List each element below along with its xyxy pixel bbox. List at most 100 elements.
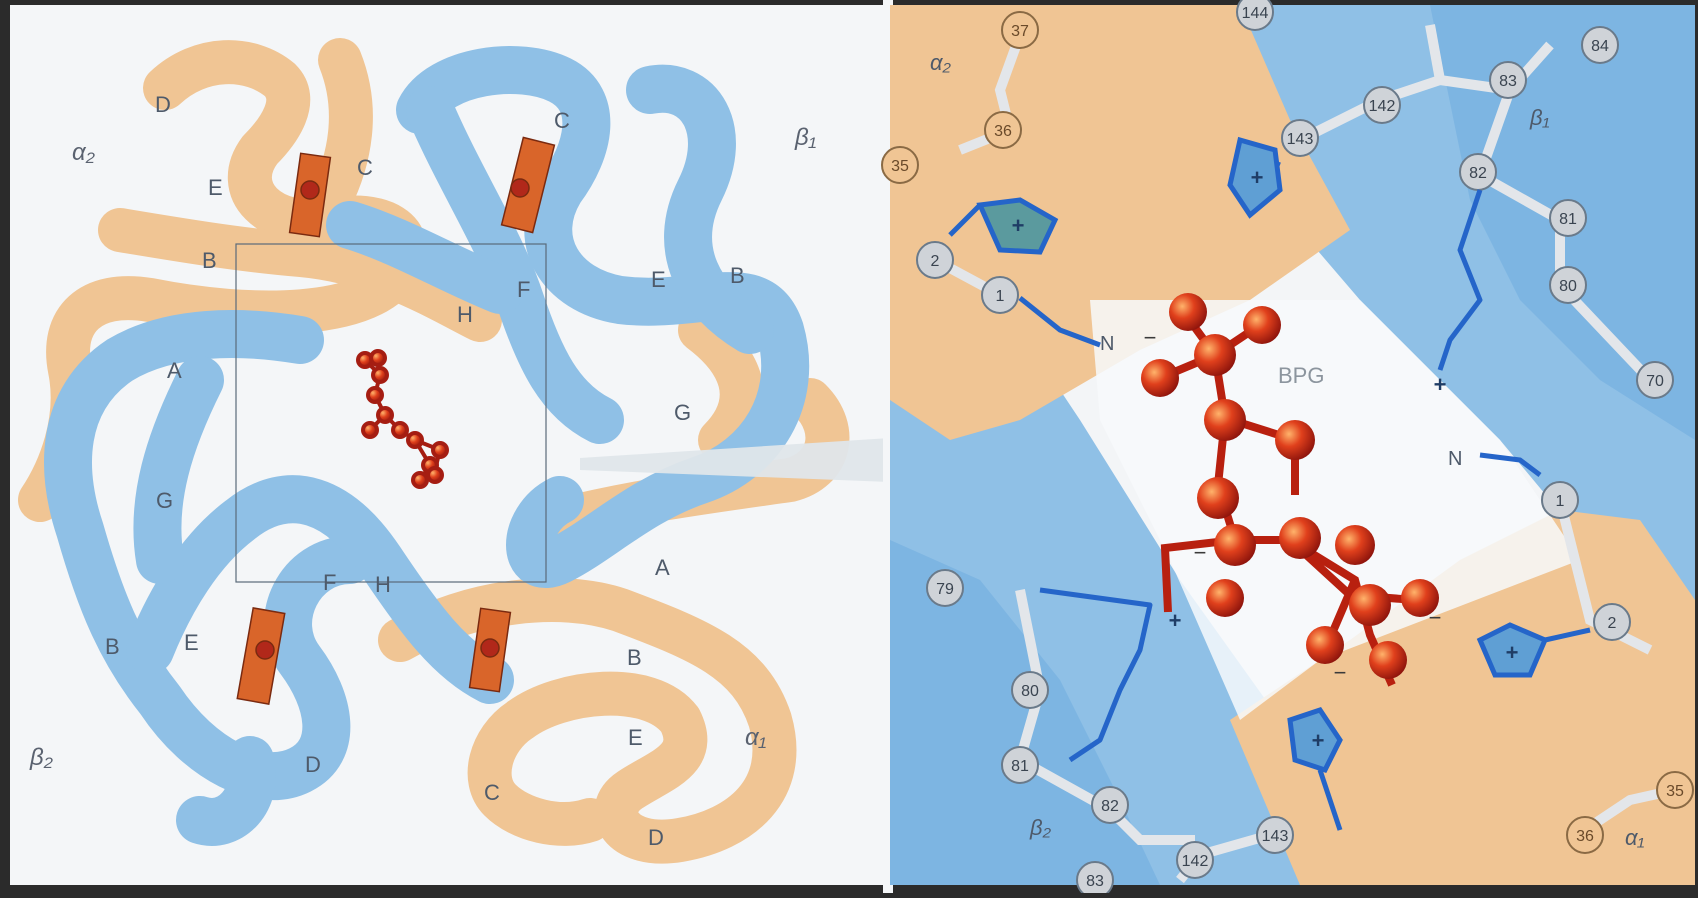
bpg-atom	[1275, 420, 1315, 460]
svg-text:1: 1	[996, 288, 1005, 305]
residue-82-b: 82	[1092, 787, 1128, 823]
bpg-atom	[1204, 399, 1246, 441]
helix-label: C	[357, 155, 373, 180]
helix-label: E	[208, 175, 223, 200]
svg-text:80: 80	[1559, 278, 1577, 295]
svg-text:82: 82	[1101, 798, 1119, 815]
svg-text:83: 83	[1086, 873, 1104, 890]
bpg-atom	[368, 388, 382, 402]
residue-80-b: 80	[1012, 672, 1048, 708]
bpg-atom	[378, 408, 392, 422]
svg-text:143: 143	[1262, 828, 1289, 845]
helix-label: F	[323, 570, 336, 595]
right-panel: 37 36 35 144 143 142 84 83 82 81 80 70 2…	[882, 0, 1695, 893]
residue-142-b: 142	[1177, 842, 1213, 878]
svg-text:142: 142	[1182, 853, 1209, 870]
residue-144: 144	[1237, 0, 1273, 30]
residue-79: 79	[927, 570, 963, 606]
helix-label: E	[651, 267, 666, 292]
helix-label: D	[305, 752, 321, 777]
n-terminus: N	[1448, 448, 1462, 470]
charge-plus: +	[1434, 372, 1447, 397]
helix-label: A	[655, 555, 670, 580]
bpg-atom	[1349, 584, 1391, 626]
helix-label: C	[554, 108, 570, 133]
helix-label: D	[155, 92, 171, 117]
helix-label: B	[105, 634, 120, 659]
svg-text:35: 35	[891, 158, 909, 175]
bpg-label: BPG	[1278, 363, 1324, 388]
residue-2-top: 2	[917, 242, 953, 278]
residue-80: 80	[1550, 267, 1586, 303]
svg-text:35: 35	[1666, 783, 1684, 800]
svg-text:2: 2	[1608, 615, 1617, 632]
residue-81-b: 81	[1002, 747, 1038, 783]
bpg-atom	[1206, 579, 1244, 617]
bpg-atom	[1306, 626, 1344, 664]
bpg-atom	[1401, 579, 1439, 617]
charge-plus: +	[1312, 728, 1325, 753]
bpg-atom	[1279, 517, 1321, 559]
bpg-atom	[373, 368, 387, 382]
svg-text:84: 84	[1591, 38, 1609, 55]
left-panel: α₂ β₁ β₂ α₁ D E C B C H F E B G A A G F …	[10, 5, 950, 885]
residue-70: 70	[1637, 362, 1673, 398]
residue-36: 36	[985, 112, 1021, 148]
bpg-atom	[1214, 524, 1256, 566]
svg-text:36: 36	[1576, 828, 1594, 845]
svg-text:36: 36	[994, 123, 1012, 140]
bpg-atom	[433, 443, 447, 457]
residue-83-b: 83	[1077, 862, 1113, 893]
bpg-atom	[408, 433, 422, 447]
helix-label: B	[627, 645, 642, 670]
residue-81: 81	[1550, 200, 1586, 236]
bpg-atom	[413, 473, 427, 487]
label-beta2-right: β₂	[1029, 815, 1052, 840]
svg-text:37: 37	[1011, 23, 1029, 40]
residue-35-b: 35	[1657, 772, 1693, 808]
label-alpha2-right: α₂	[930, 50, 952, 75]
residue-37: 37	[1002, 12, 1038, 48]
bpg-atom	[393, 423, 407, 437]
bpg-atom	[428, 468, 442, 482]
residue-1-top: 1	[982, 277, 1018, 313]
residue-82: 82	[1460, 154, 1496, 190]
alpha2-chain-b	[330, 60, 351, 200]
svg-text:1: 1	[1556, 493, 1565, 510]
residue-143: 143	[1282, 120, 1318, 156]
bpg-atom	[371, 351, 385, 365]
helix-label: E	[628, 725, 643, 750]
svg-text:83: 83	[1499, 73, 1517, 90]
helix-label: H	[375, 572, 391, 597]
bpg-atom	[1194, 334, 1236, 376]
charge-plus: +	[1251, 165, 1264, 190]
svg-text:142: 142	[1369, 98, 1396, 115]
bpg-atom	[1369, 641, 1407, 679]
residue-143-b: 143	[1257, 817, 1293, 853]
charge-minus: −	[1144, 325, 1157, 350]
svg-text:2: 2	[931, 253, 940, 270]
helix-label: G	[156, 488, 173, 513]
residue-84: 84	[1582, 27, 1618, 63]
label-alpha1-right: α₁	[1625, 825, 1645, 850]
residue-35: 35	[882, 147, 918, 183]
bpg-atom	[1335, 525, 1375, 565]
helix-label: C	[484, 780, 500, 805]
helix-label: B	[730, 263, 745, 288]
svg-text:82: 82	[1469, 165, 1487, 182]
residue-2-bottom: 2	[1594, 604, 1630, 640]
label-alpha1: α₁	[745, 724, 766, 751]
n-terminus: N	[1100, 333, 1114, 355]
bpg-atom	[1243, 306, 1281, 344]
label-beta1: β₁	[794, 124, 816, 151]
bpg-atom	[363, 423, 377, 437]
svg-text:81: 81	[1559, 211, 1577, 228]
residue-83: 83	[1490, 62, 1526, 98]
bpg-atom	[1197, 477, 1239, 519]
charge-plus: +	[1506, 640, 1519, 665]
charge-plus: +	[1012, 213, 1025, 238]
helix-label: B	[202, 248, 217, 273]
charge-minus: −	[1334, 660, 1347, 685]
